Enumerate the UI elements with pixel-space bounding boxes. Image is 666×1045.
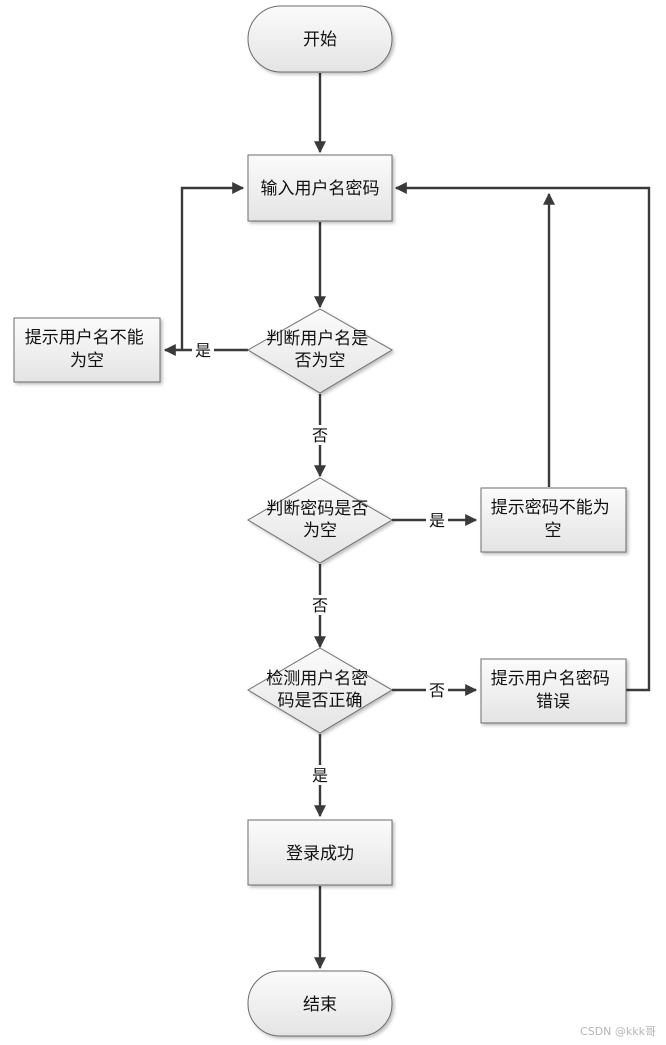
node-user-empty-msg: 提示用户名不能 为空 [13,317,161,383]
edge-label-user-empty-no: 否 [312,426,328,445]
node-end: 结束 [247,970,393,1037]
node-success: 登录成功 [247,819,393,886]
node-start: 开始 [247,5,393,73]
watermark: CSDN @kkk哥 [580,1025,656,1038]
node-pwd-empty-msg: 提示密码不能为 空 [480,487,627,553]
node-input-label: 输入用户名密码 [261,179,380,199]
edge-label-pwd-empty-no: 否 [312,596,328,615]
node-check-user-empty-label: 判断用户名是 否为空 [266,329,373,371]
node-success-label: 登录成功 [286,844,354,864]
edge-label-correct-no: 否 [429,681,445,700]
node-wrong-msg: 提示用户名密码 错误 [480,658,627,724]
node-check-pwd-empty-label: 判断密码是否 为空 [266,499,373,541]
node-check-user-empty: 判断用户名是 否为空 [247,308,393,394]
edge-wrong-loop [394,182,651,692]
edge-label-pwd-empty-yes: 是 [429,511,445,530]
edge-user-empty-loop [180,182,245,350]
node-start-label: 开始 [303,30,337,50]
node-input: 输入用户名密码 [247,154,393,222]
node-check-correct: 检测用户名密 码是否正确 [247,647,393,734]
edge-label-user-empty-yes: 是 [195,341,211,360]
edge-label-correct-yes: 是 [312,766,328,785]
node-end-label: 结束 [303,995,337,1015]
node-check-correct-label: 检测用户名密 码是否正确 [266,669,373,711]
node-user-empty-msg-label: 提示用户名不能 为空 [25,328,149,371]
node-pwd-empty-msg-label: 提示密码不能为 空 [491,498,615,541]
node-wrong-msg-label: 提示用户名密码 错误 [491,669,615,712]
edge-labels: 是 否 是 否 否 是 [192,340,448,785]
node-check-pwd-empty: 判断密码是否 为空 [247,477,393,564]
